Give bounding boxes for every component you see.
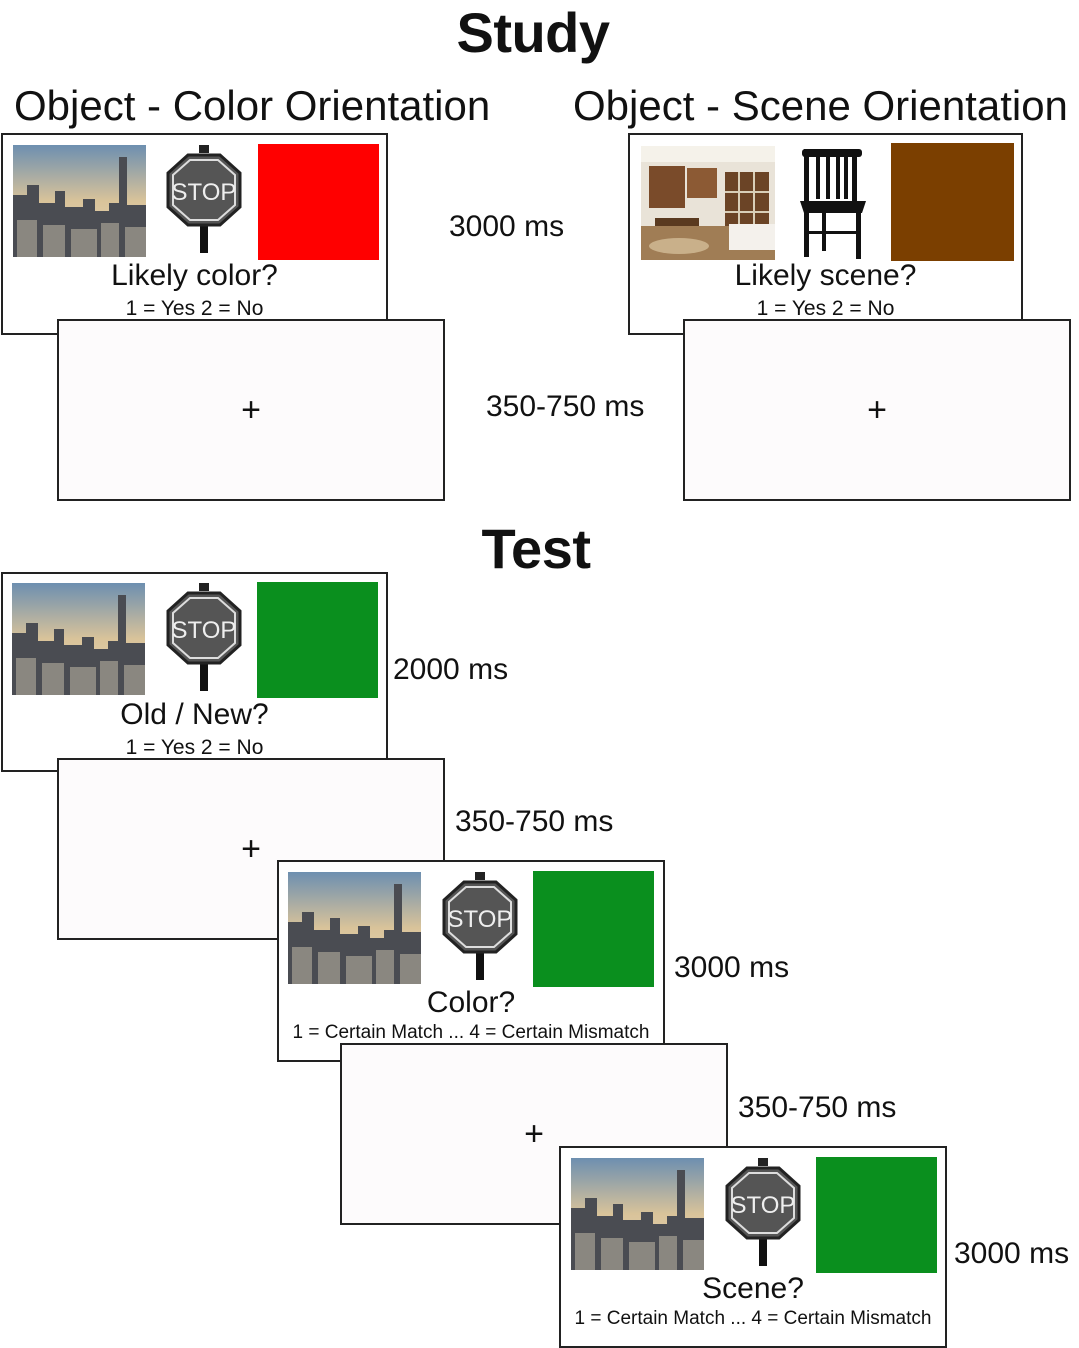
fixation-cross: + [524,1115,544,1153]
color-swatch [816,1157,937,1273]
question-text: Scene? [702,1272,804,1305]
city-image [13,145,146,257]
question-text: Color? [426,986,516,1019]
study-color-fixation-screen: + [57,319,445,501]
study-title: Study [456,1,610,64]
study-duration-label: 3000 ms [449,210,565,243]
stop-sign-image: STOP [725,1158,801,1266]
color-swatch [533,871,654,987]
response-keys: 1 = Yes 2 = No [125,297,264,320]
test-old-new-screen: STOP Old / New? 1 = Yes 2 = No [1,572,388,772]
response-keys: 1 = Yes 2 = No [756,297,895,320]
fixation-1-duration-label: 350-750 ms [455,805,614,838]
test-color-screen: STOP Color? 1 = Certain Match ... 4 = Ce… [277,860,665,1062]
stop-sign-text: STOP [731,1192,796,1219]
color-swatch [891,143,1014,261]
test-title: Test [481,517,592,580]
stop-sign-text: STOP [172,179,237,206]
scene-orientation-heading: Object - Scene Orientation [573,82,1068,129]
fixation-cross: + [241,391,261,429]
stop-sign-image: STOP [166,145,242,253]
question-text: Likely scene? [734,259,917,292]
room-image [641,146,775,260]
study-color-screen: STOP Likely color? 1 = Yes 2 = No [1,133,388,335]
test-scene-screen: STOP Scene? 1 = Certain Match ... 4 = Ce… [559,1146,947,1348]
question-text: Old / New? [120,698,269,731]
stop-sign-image: STOP [442,872,518,980]
study-fixation-duration-label: 350-750 ms [486,390,645,423]
color-swatch [257,582,378,698]
study-scene-fixation-screen: + [683,319,1071,501]
color-duration-label: 3000 ms [674,951,790,984]
stop-sign-text: STOP [448,906,513,933]
stop-sign-text: STOP [172,617,237,644]
response-keys: 1 = Yes 2 = No [125,736,264,759]
city-image [288,872,421,984]
city-image [571,1158,704,1270]
scene-duration-label: 3000 ms [954,1237,1070,1270]
study-scene-screen: Likely scene? 1 = Yes 2 = No [628,133,1023,335]
chair-image [800,149,866,259]
stop-sign-image: STOP [166,583,242,691]
old-new-duration-label: 2000 ms [393,653,509,686]
fixation-cross: + [241,830,261,868]
response-keys: 1 = Certain Match ... 4 = Certain Mismat… [574,1308,932,1329]
question-text: Likely color? [111,259,278,292]
fixation-2-duration-label: 350-750 ms [738,1091,897,1124]
response-keys: 1 = Certain Match ... 4 = Certain Mismat… [292,1022,650,1043]
city-image [12,583,145,695]
fixation-cross: + [867,391,887,429]
color-orientation-heading: Object - Color Orientation [14,82,491,129]
color-swatch [258,144,379,260]
